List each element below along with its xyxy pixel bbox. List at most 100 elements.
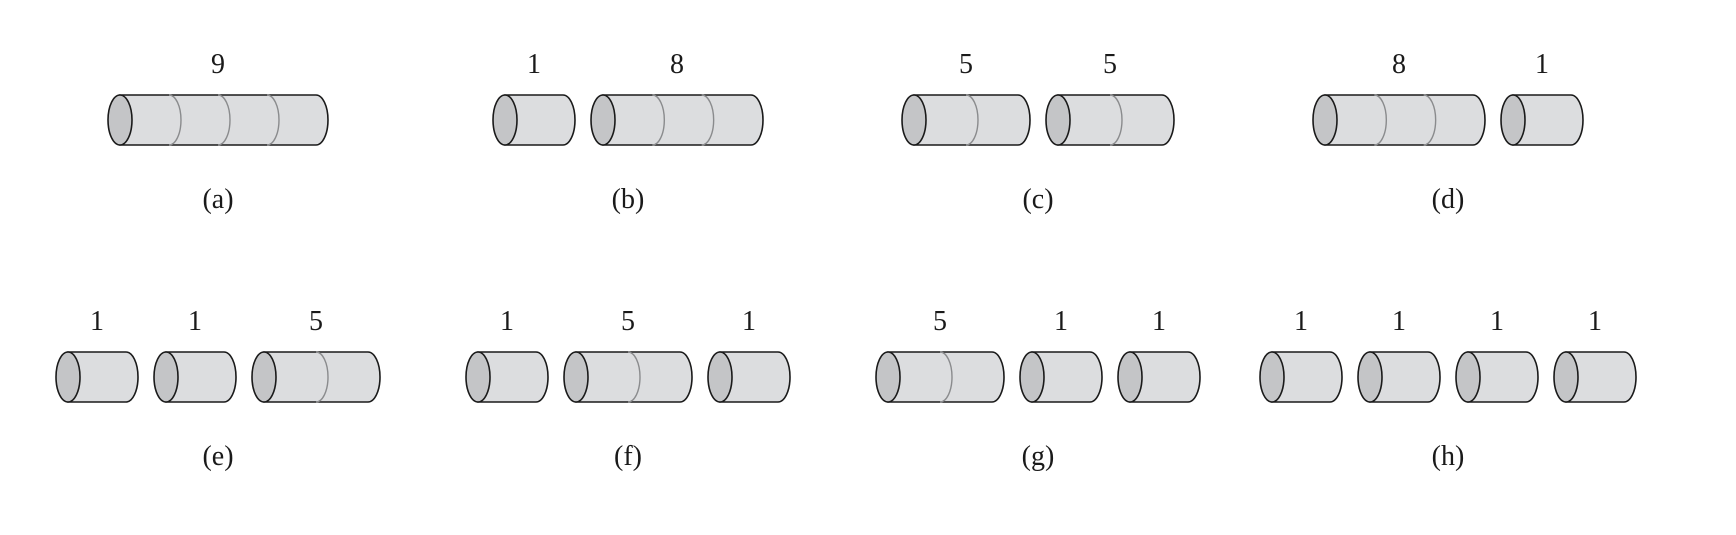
rod-end-cap (1553, 351, 1579, 403)
panel-c: 5 5 (c) (901, 49, 1175, 215)
rod-f-3: 1 (707, 306, 791, 403)
rod-seam (627, 351, 641, 403)
rod-body (119, 94, 329, 146)
rod-body (1369, 351, 1441, 403)
rod-d-2: 1 (1500, 49, 1584, 146)
rod-e-1: 1 (55, 306, 139, 403)
rod-length-label: 5 (1103, 49, 1117, 80)
panel-caption: (d) (1432, 184, 1465, 215)
rod-seam (217, 94, 231, 146)
rod-body (719, 351, 791, 403)
rod-length-label: 8 (670, 49, 684, 80)
panel-caption: (h) (1432, 441, 1465, 472)
rod-length-label: 5 (621, 306, 635, 337)
rod-end-cap (107, 94, 133, 146)
rod-end-cap (1357, 351, 1383, 403)
rod-body (1565, 351, 1637, 403)
rod-end-cap (492, 94, 518, 146)
rod-h-4: 1 (1553, 306, 1637, 403)
rod-body (67, 351, 139, 403)
rod-g-3: 1 (1117, 306, 1201, 403)
rod-end-cap (1312, 94, 1338, 146)
rod-body (913, 94, 1031, 146)
rod-body (1129, 351, 1201, 403)
rod-end-cap (1455, 351, 1481, 403)
rod-body (575, 351, 693, 403)
rod-seam (315, 351, 329, 403)
rod-length-label: 1 (742, 306, 756, 337)
panel-g: 5 1 1 (g) (875, 306, 1201, 472)
rod-length-label: 1 (1392, 306, 1406, 337)
rod-length-label: 5 (309, 306, 323, 337)
panel-d: 8 1 (d) (1312, 49, 1584, 215)
panel-e: 1 1 5 (e) (55, 306, 381, 472)
rod-d-1: 8 (1312, 49, 1486, 146)
rod-body (165, 351, 237, 403)
rod-b-1: 1 (492, 49, 576, 146)
rod-length-label: 1 (188, 306, 202, 337)
rod-end-cap (1045, 94, 1071, 146)
rod-length-label: 1 (1588, 306, 1602, 337)
rod-length-label: 1 (1294, 306, 1308, 337)
rod-f-1: 1 (465, 306, 549, 403)
rod-g-1: 5 (875, 306, 1005, 403)
rod-end-cap (1259, 351, 1285, 403)
panel-caption: (a) (202, 184, 233, 215)
rod-body (1031, 351, 1103, 403)
rod-h-2: 1 (1357, 306, 1441, 403)
rod-end-cap (563, 351, 589, 403)
rod-seam (266, 94, 280, 146)
rod-length-label: 1 (527, 49, 541, 80)
rod-length-label: 1 (1535, 49, 1549, 80)
rod-body (1271, 351, 1343, 403)
rod-seam (965, 94, 979, 146)
rod-length-label: 1 (1490, 306, 1504, 337)
rod-e-2: 1 (153, 306, 237, 403)
rod-seam (1109, 94, 1123, 146)
rod-seam (1374, 94, 1387, 146)
rod-body (263, 351, 381, 403)
rod-length-label: 1 (1054, 306, 1068, 337)
rod-body (477, 351, 549, 403)
panel-caption: (g) (1022, 441, 1055, 472)
rod-length-label: 8 (1392, 49, 1406, 80)
rod-g-2: 1 (1019, 306, 1103, 403)
rod-end-cap (590, 94, 616, 146)
rod-seam (652, 94, 665, 146)
panel-caption: (b) (612, 184, 645, 215)
rod-e-3: 5 (251, 306, 381, 403)
rod-body (504, 94, 576, 146)
rod-a-1: 9 (107, 49, 329, 146)
panel-b: 1 8 (b) (492, 49, 764, 215)
panel-h: 1 1 1 1 (h) (1259, 306, 1637, 472)
rod-length-label: 1 (90, 306, 104, 337)
rod-seam (168, 94, 182, 146)
panel-caption: (c) (1022, 184, 1053, 215)
rod-length-label: 5 (933, 306, 947, 337)
rod-end-cap (153, 351, 179, 403)
rod-h-1: 1 (1259, 306, 1343, 403)
rod-end-cap (1117, 351, 1143, 403)
rod-end-cap (1500, 94, 1526, 146)
rod-f-2: 5 (563, 306, 693, 403)
rod-h-3: 1 (1455, 306, 1539, 403)
rod-body (1324, 94, 1486, 146)
rod-body (887, 351, 1005, 403)
rod-body (602, 94, 764, 146)
rod-length-label: 1 (1152, 306, 1166, 337)
rod-seam (1423, 94, 1437, 146)
rod-end-cap (875, 351, 901, 403)
panel-a: 9 (a) (107, 49, 329, 215)
panel-caption: (e) (202, 441, 233, 472)
rod-length-label: 1 (500, 306, 514, 337)
rod-end-cap (901, 94, 927, 146)
rod-end-cap (55, 351, 81, 403)
rod-body (1057, 94, 1175, 146)
rod-end-cap (465, 351, 491, 403)
rod-length-label: 9 (211, 49, 225, 80)
rod-body (1512, 94, 1584, 146)
rod-end-cap (1019, 351, 1045, 403)
rod-c-1: 5 (901, 49, 1031, 146)
